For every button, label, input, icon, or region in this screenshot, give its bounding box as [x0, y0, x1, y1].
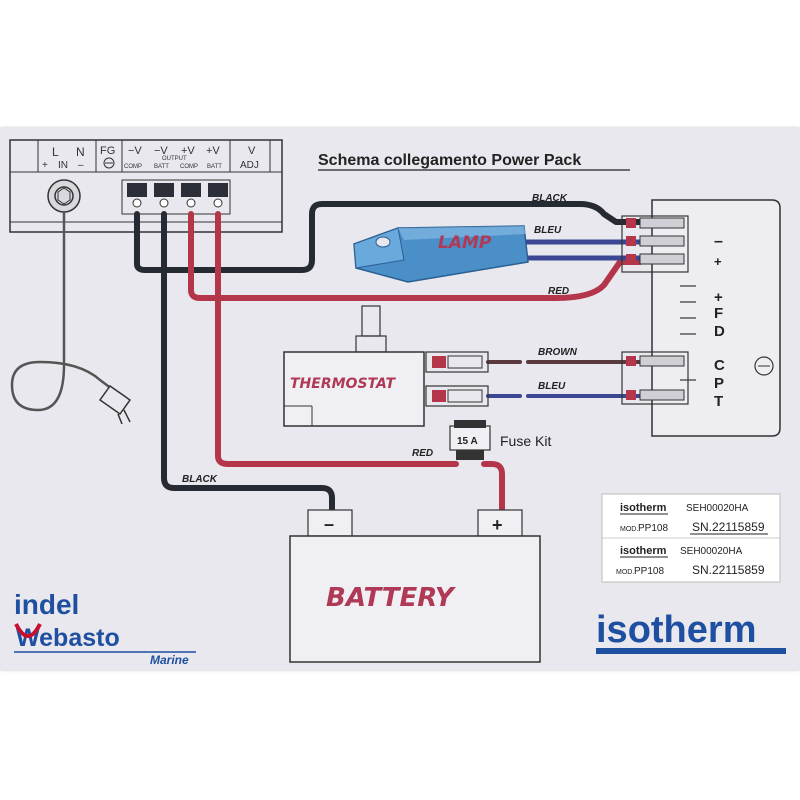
psu-terminal-1: −V	[128, 145, 142, 157]
wire-label-bleu-top: BLEU	[534, 225, 562, 236]
compressor-plus-label: +	[714, 254, 722, 269]
label-2-mod-prefix: MOD.	[616, 569, 634, 576]
compressor-minus-label: –	[714, 233, 723, 250]
battery-component: – + BATTERY	[289, 509, 541, 663]
plug-icon	[98, 384, 132, 416]
psu-terminal-4: +V	[206, 145, 220, 157]
compressor-c-label: C	[714, 357, 725, 374]
psu-adj-label: ADJ	[240, 160, 259, 171]
psu-output-label: OUTPUT	[162, 156, 187, 162]
serial-labels: isotherm SEH00020HA MOD. PP108 SN.221158…	[601, 493, 781, 583]
label-1-code: SEH00020HA	[686, 503, 749, 514]
connector-block-bottom	[621, 351, 689, 405]
compressor-plus-fd-label: +	[714, 289, 723, 306]
indel-logo-text: indel	[14, 589, 79, 620]
psu-terminal-block	[121, 179, 231, 215]
psu-fg-label: FG	[100, 145, 115, 157]
mains-cable	[10, 212, 132, 425]
webasto-logo-text: Webasto	[16, 624, 120, 652]
psu-terminal-2: −V	[154, 145, 168, 157]
thermostat-connector-bottom	[425, 385, 489, 407]
psu-minus-label: –	[78, 160, 84, 171]
psu-l-label: L	[52, 145, 59, 159]
compressor-t-label: T	[714, 393, 723, 410]
power-supply-unit: L N + IN – FG −V −V +V +V V OUTPUT COMP …	[9, 139, 283, 233]
diagram-sheet: L N + IN – FG −V −V +V +V V OUTPUT COMP …	[0, 128, 800, 670]
webasto-swoosh-icon	[14, 623, 42, 638]
wire-label-red-bottom: RED	[412, 448, 433, 459]
thermostat-component: THERMOSTAT	[283, 305, 489, 427]
compressor-electronic-unit: – + + F D C P T	[621, 199, 781, 437]
psu-sub-comp-1: COMP	[124, 164, 142, 170]
psu-sub-batt-1: BATT	[154, 164, 169, 170]
wire-black-bottom	[161, 211, 335, 513]
label-1-mod-prefix: MOD.	[620, 526, 638, 533]
isotherm-logo-text: isotherm	[596, 609, 756, 651]
label-2-code: SEH00020HA	[680, 546, 743, 557]
battery-label: BATTERY	[326, 583, 457, 613]
psu-n-label: N	[76, 145, 85, 159]
compressor-p-label: P	[714, 375, 724, 392]
label-1-model: PP108	[638, 523, 668, 534]
compressor-f-label: F	[714, 305, 723, 322]
wiring	[134, 201, 643, 513]
marine-logo-text: Marine	[150, 653, 189, 667]
wire-label-black-bottom: BLACK	[182, 474, 218, 485]
wire-black-top	[134, 201, 643, 273]
thermostat-label: THERMOSTAT	[290, 376, 396, 392]
mounting-screw-icon	[754, 356, 774, 376]
label-1-brand: isotherm	[620, 502, 667, 514]
label-1-serial: SN.22115859	[692, 520, 765, 534]
wire-label-black-top: BLACK	[532, 193, 568, 204]
compressor-d-label: D	[714, 323, 725, 340]
isotherm-logo: isotherm	[596, 609, 786, 654]
wire-label-brown: BROWN	[538, 347, 578, 358]
wire-label-red-top: RED	[548, 286, 569, 297]
label-2-brand: isotherm	[620, 545, 667, 557]
thermostat-connector-top	[425, 351, 489, 373]
fuse-rating-label: 15 A	[457, 436, 478, 447]
psu-plus-label: +	[42, 160, 48, 171]
label-2-serial: SN.22115859	[692, 563, 765, 577]
wire-red-bottom-b	[481, 461, 505, 513]
wire-red-bottom-a	[215, 211, 459, 467]
lamp-label: LAMP	[438, 233, 492, 253]
connector-block-top	[621, 215, 689, 273]
battery-positive-label: +	[492, 515, 503, 535]
cable-grommet	[47, 179, 81, 213]
psu-sub-comp-2: COMP	[180, 164, 198, 170]
fuse-component: 15 A Fuse Kit	[449, 420, 551, 460]
fuse-kit-label: Fuse Kit	[500, 433, 551, 449]
wiring-diagram: L N + IN – FG −V −V +V +V V OUTPUT COMP …	[9, 139, 786, 667]
wire-labels: BLACK BLEU RED BROWN BLEU RED BLACK	[182, 193, 578, 485]
psu-terminal-v: V	[248, 145, 256, 157]
label-2-model: PP108	[634, 566, 664, 577]
wire-label-bleu-mid: BLEU	[538, 381, 566, 392]
lamp-component: LAMP	[353, 225, 529, 283]
psu-in-label: IN	[58, 160, 68, 171]
psu-sub-batt-2: BATT	[207, 164, 222, 170]
ground-icon	[103, 157, 115, 169]
psu-terminal-3: +V	[181, 145, 195, 157]
wire-red-top	[188, 211, 643, 301]
page-title: Schema collegamento Power Pack	[318, 152, 581, 169]
indel-webasto-logo: indel Webasto Marine	[14, 589, 196, 667]
battery-negative-label: –	[324, 514, 334, 534]
